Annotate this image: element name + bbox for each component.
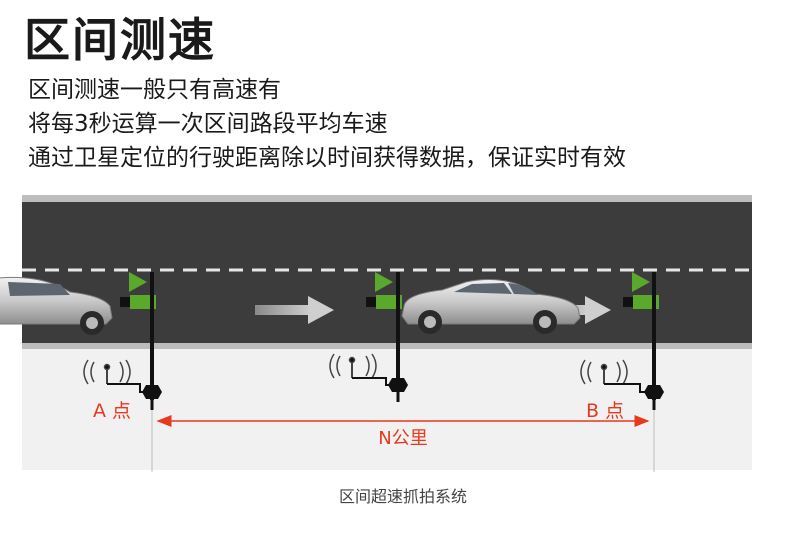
point-b-label: B 点 xyxy=(586,400,624,422)
page-title: 区间测速 xyxy=(24,13,216,67)
sensor-node-icon xyxy=(388,378,408,392)
distance-label: N公里 xyxy=(378,428,427,449)
ground-sensor-middle xyxy=(329,353,392,386)
description-line-3: 通过卫星定位的行驶距离除以时间获得数据，保证实时有效 xyxy=(28,145,626,171)
road xyxy=(22,195,752,349)
description-line-2: 将每3秒运算一次区间路段平均车速 xyxy=(28,111,388,137)
point-a-label: A 点 xyxy=(93,400,131,422)
ground-sensor-a xyxy=(83,359,146,393)
ground-sensor-b xyxy=(580,359,646,393)
detector-point-a xyxy=(120,272,162,410)
flag-icon xyxy=(632,272,650,292)
sensor-node-icon xyxy=(142,385,162,399)
car-in-section xyxy=(401,279,581,334)
camera-icon xyxy=(376,295,402,309)
car-at-point-a xyxy=(0,276,113,335)
signal-wave-icon xyxy=(580,359,586,385)
camera-icon xyxy=(130,295,156,309)
flag-icon xyxy=(129,272,147,292)
detector-point-b xyxy=(623,272,664,410)
detector-middle xyxy=(366,272,408,402)
diagram-caption: 区间超速抓拍系统 xyxy=(339,487,467,506)
direction-arrow-1 xyxy=(255,296,334,324)
description-line-1: 区间测速一般只有高速有 xyxy=(28,77,281,103)
signal-wave-icon xyxy=(329,353,335,379)
flag-icon xyxy=(375,272,393,292)
signal-wave-icon xyxy=(83,359,89,385)
sensor-node-icon xyxy=(644,385,664,399)
